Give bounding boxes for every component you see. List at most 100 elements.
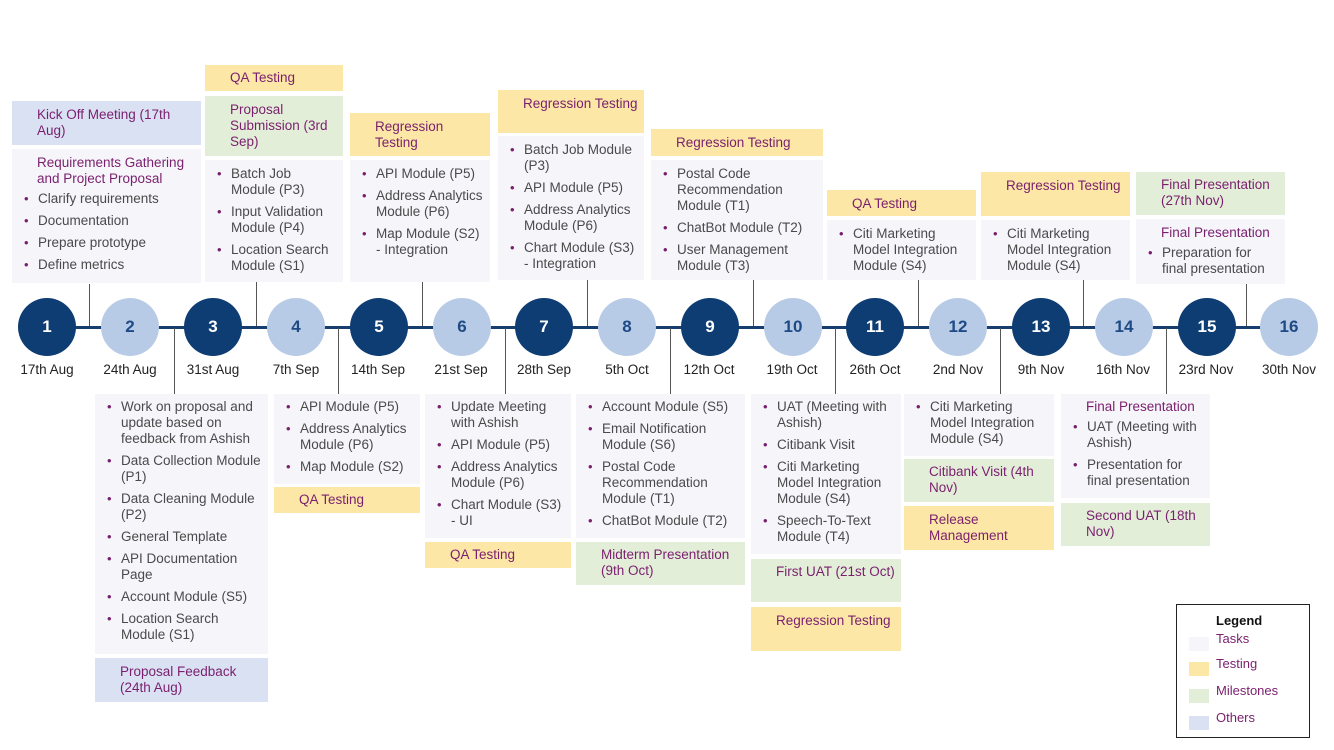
task-item: Clarify requirements — [24, 191, 193, 207]
task-list: Clarify requirements Documentation Prepa… — [24, 191, 193, 273]
tasks-heading: Final Presentation — [1086, 399, 1195, 414]
task-item: Map Module (S2) — [286, 459, 414, 475]
task-item: API Module (P5) — [362, 166, 484, 182]
tasks-box-week-9: Postal Code Recommendation Module (T1) C… — [651, 160, 823, 280]
connector — [422, 282, 423, 326]
task-item: Email Notification Module (S6) — [588, 421, 739, 453]
task-list: Postal Code Recommendation Module (T1) C… — [663, 166, 817, 274]
task-list: API Module (P5) Address Analytics Module… — [286, 399, 414, 475]
connector — [505, 328, 506, 394]
week-date: 12th Oct — [683, 362, 735, 377]
regression-testing-box: Regression Testing — [651, 129, 823, 156]
connector — [89, 284, 90, 326]
midterm-presentation-box: Midterm Presentation (9th Oct) — [576, 542, 745, 585]
week-node: 2 — [101, 298, 159, 356]
tasks-box-week-3: Batch Job Module (P3) Input Validation M… — [205, 160, 343, 282]
task-list: Batch Job Module (P3) API Module (P5) Ad… — [510, 142, 638, 272]
task-item: Data Collection Module (P1) — [107, 453, 262, 485]
task-item: API Module (P5) — [510, 180, 638, 196]
legend-label-others: Others — [1216, 710, 1256, 725]
task-list: UAT (Meeting with Ashish) Citibank Visit… — [763, 399, 895, 545]
task-item: Address Analytics Module (P6) — [437, 459, 565, 491]
connector — [1166, 328, 1167, 394]
legend-label-tasks: Tasks — [1216, 631, 1250, 646]
week-date: 14th Sep — [350, 362, 406, 377]
week-node: 14 — [1095, 298, 1153, 356]
week-node: 16 — [1260, 298, 1318, 356]
connector — [338, 328, 339, 394]
task-item: Location Search Module (S1) — [217, 242, 337, 274]
task-item: Citi Marketing Model Integration Module … — [839, 226, 970, 274]
task-item: Postal Code Recommendation Module (T1) — [588, 459, 739, 507]
connector — [918, 280, 919, 326]
proposal-feedback-box: Proposal Feedback (24th Aug) — [95, 658, 268, 702]
task-item: Citi Marketing Model Integration Module … — [916, 399, 1048, 447]
task-item: Map Module (S2) - Integration — [362, 226, 484, 258]
regression-testing-box: Regression Testing — [981, 172, 1130, 216]
task-item: Presentation for final presentation — [1073, 457, 1204, 489]
task-item: Preparation for final presentation — [1148, 245, 1279, 277]
qa-testing-box: QA Testing — [205, 65, 343, 91]
week-node: 6 — [433, 298, 491, 356]
task-item: Prepare prototype — [24, 235, 193, 251]
task-item: Input Validation Module (P4) — [217, 204, 337, 236]
task-list: Citi Marketing Model Integration Module … — [993, 226, 1124, 274]
week-node: 15 — [1178, 298, 1236, 356]
qa-testing-box: QA Testing — [425, 542, 571, 568]
tasks-box-week-12: Citi Marketing Model Integration Module … — [904, 394, 1054, 456]
week-node: 9 — [681, 298, 739, 356]
task-item: UAT (Meeting with Ashish) — [763, 399, 895, 431]
task-item: API Module (P5) — [286, 399, 414, 415]
legend-swatch-testing — [1189, 662, 1209, 676]
week-date: 31st Aug — [186, 362, 240, 377]
tasks-box-week-5: API Module (P5) Address Analytics Module… — [350, 160, 490, 282]
legend-title: Legend — [1216, 613, 1263, 628]
qa-testing-box: QA Testing — [827, 190, 976, 216]
task-list: UAT (Meeting with Ashish) Presentation f… — [1073, 419, 1204, 489]
tasks-box-week-13: Citi Marketing Model Integration Module … — [981, 220, 1130, 280]
task-item: Account Module (S5) — [107, 589, 262, 605]
week-date: 16th Nov — [1095, 362, 1151, 377]
task-item: Define metrics — [24, 257, 193, 273]
citibank-visit-box: Citibank Visit (4th Nov) — [904, 459, 1054, 502]
tasks-box-week-1: Requirements Gathering and Project Propo… — [12, 149, 201, 283]
week-node: 4 — [267, 298, 325, 356]
task-item: User Management Module (T3) — [663, 242, 817, 274]
connector — [835, 328, 836, 394]
task-list: Citi Marketing Model Integration Module … — [916, 399, 1048, 447]
tasks-heading: Final Presentation — [1161, 225, 1270, 240]
week-date: 19th Oct — [766, 362, 818, 377]
task-item: Citi Marketing Model Integration Module … — [763, 459, 895, 507]
task-item: Citi Marketing Model Integration Module … — [993, 226, 1124, 274]
week-node: 10 — [764, 298, 822, 356]
connector — [1246, 284, 1247, 326]
task-item: Documentation — [24, 213, 193, 229]
task-item: Address Analytics Module (P6) — [286, 421, 414, 453]
qa-testing-box: QA Testing — [274, 487, 420, 513]
week-date: 24th Aug — [103, 362, 157, 377]
task-item: Work on proposal and update based on fee… — [107, 399, 262, 447]
week-date: 21st Sep — [434, 362, 488, 377]
tasks-box-week-6: Update Meeting with Ashish API Module (P… — [425, 394, 571, 538]
task-item: Batch Job Module (P3) — [510, 142, 638, 174]
task-item: Account Module (S5) — [588, 399, 739, 415]
task-item: Citibank Visit — [763, 437, 895, 453]
week-node: 3 — [184, 298, 242, 356]
task-list: Citi Marketing Model Integration Module … — [839, 226, 970, 274]
task-item: Chart Module (S3) - UI — [437, 497, 565, 529]
task-list: Account Module (S5) Email Notification M… — [588, 399, 739, 529]
week-date: 28th Sep — [516, 362, 572, 377]
connector — [753, 280, 754, 326]
first-uat-box: First UAT (21st Oct) — [751, 559, 901, 602]
task-item: API Documentation Page — [107, 551, 262, 583]
week-node: 13 — [1012, 298, 1070, 356]
legend-swatch-tasks — [1189, 637, 1209, 651]
connector — [256, 282, 257, 326]
tasks-box-week-4: API Module (P5) Address Analytics Module… — [274, 394, 420, 484]
week-node: 12 — [929, 298, 987, 356]
tasks-box-week-2: Work on proposal and update based on fee… — [95, 394, 268, 654]
task-list: API Module (P5) Address Analytics Module… — [362, 166, 484, 258]
week-date: 7th Sep — [272, 362, 320, 377]
task-list: Batch Job Module (P3) Input Validation M… — [217, 166, 337, 274]
final-presentation-milestone-box: Final Presentation (27th Nov) — [1136, 172, 1285, 215]
